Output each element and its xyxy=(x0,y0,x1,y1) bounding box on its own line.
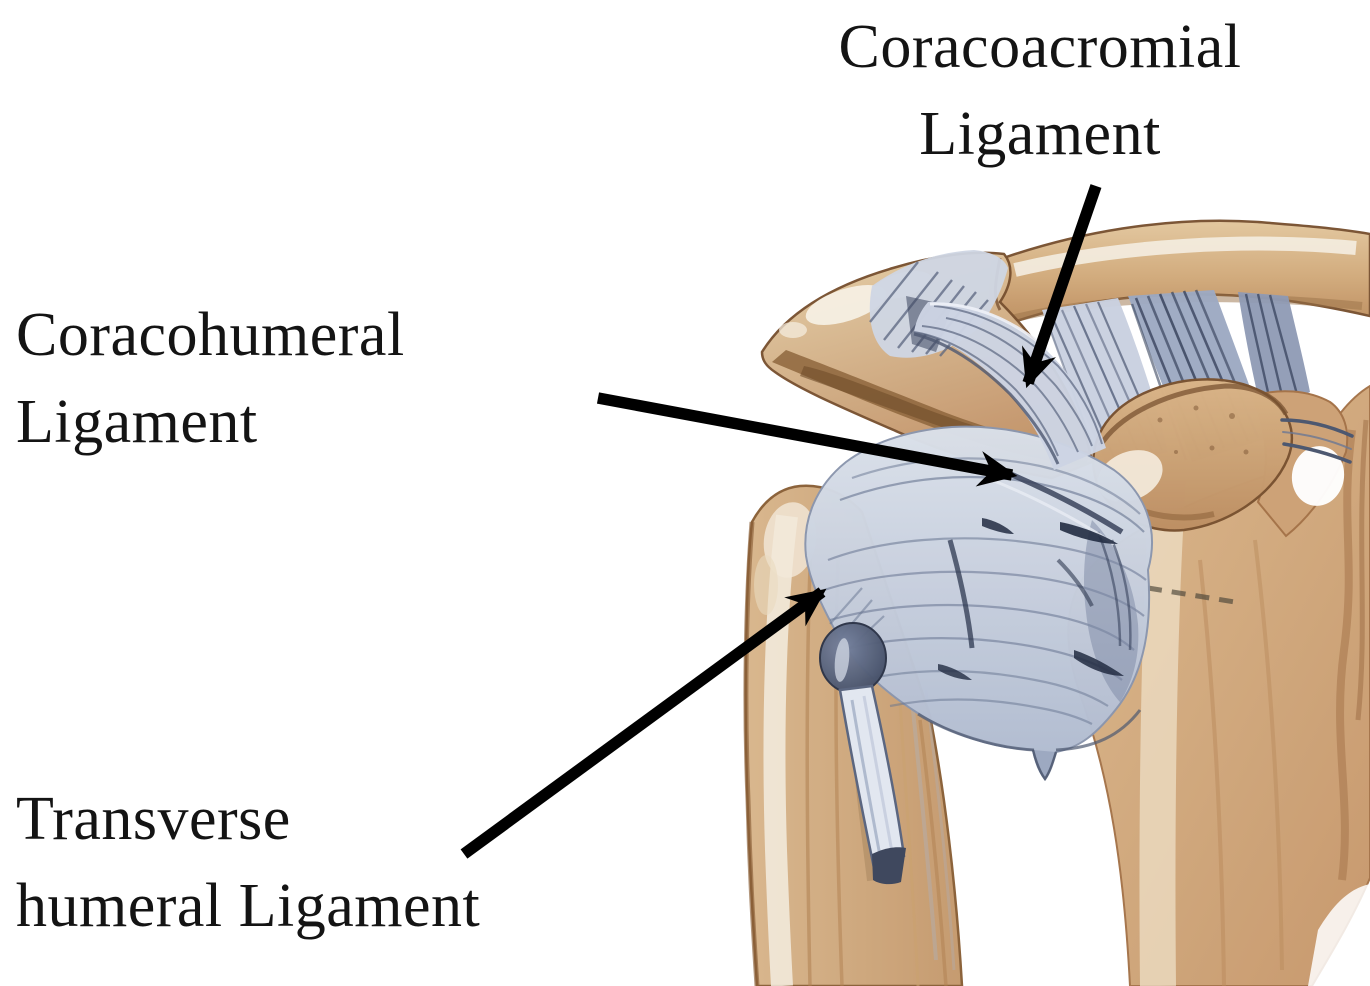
label-line: Ligament xyxy=(16,388,258,456)
label-coracoacromial-ligament: Coracoacromial Ligament xyxy=(770,4,1310,178)
biceps-tendon xyxy=(819,622,906,885)
label-line: Coracohumeral xyxy=(16,301,405,369)
label-line: Coracoacromial xyxy=(838,13,1242,81)
coracohumeral-arrow xyxy=(596,392,1018,487)
annotation-arrows xyxy=(460,184,1102,859)
label-line: humeral Ligament xyxy=(16,872,481,940)
label-coracohumeral-ligament: Coracohumeral Ligament xyxy=(16,292,405,466)
label-line: Ligament xyxy=(919,100,1161,168)
transverse-humeral-arrow xyxy=(460,587,827,859)
capsule-dark-crevices xyxy=(938,518,1124,680)
label-transverse-humeral-ligament: Transverse humeral Ligament xyxy=(16,776,480,950)
coracoacromial-arrow xyxy=(1021,184,1102,389)
joint-capsule-ligaments xyxy=(804,425,1153,782)
label-line: Transverse xyxy=(16,785,291,853)
suprascapular-ligament-strands xyxy=(1280,418,1354,464)
